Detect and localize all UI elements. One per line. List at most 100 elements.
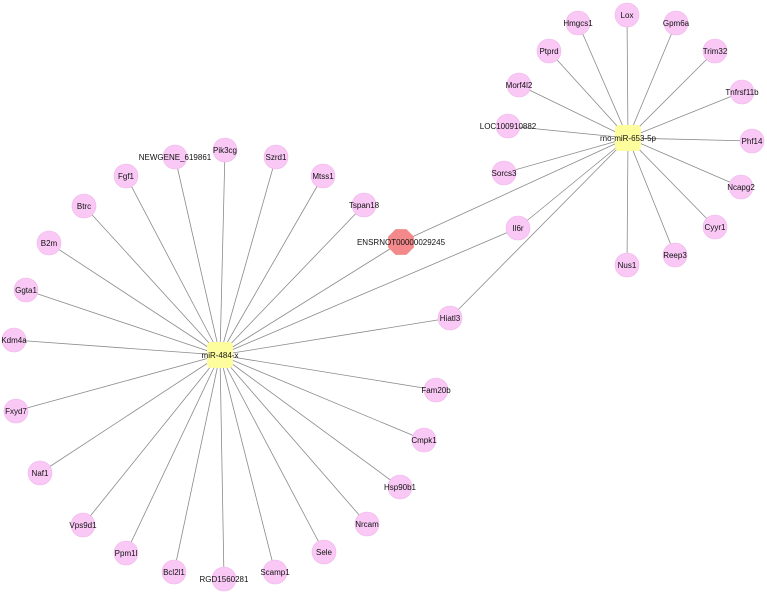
gene-node-nus1[interactable]: Nus1 [614,252,640,278]
gene-node-label: Morf4l2 [506,81,533,90]
gene-node-hmgcs1[interactable]: Hmgcs1 [563,10,593,36]
gene-node-circle [71,193,97,219]
edge-mir653-morf4l2 [518,84,629,139]
gene-node-nrcam[interactable]: Nrcam [354,511,380,537]
mirna-label: miR-484-x [202,351,239,360]
gene-node-circle [211,566,237,592]
edge-mir484-il6r [219,227,519,356]
edge-mir653-sorcs3 [503,137,629,174]
gene-node-label: Fam20b [421,386,451,395]
gene-node-cyyr1[interactable]: Cyyr1 [702,214,728,240]
gene-node-label: Cmpk1 [411,436,437,445]
edge-mir653-nus1 [626,137,629,266]
edge-mir484-fxyd7 [15,354,221,412]
gene-node-circle [70,512,96,538]
edge-mir653-trim32 [627,50,716,139]
gene-node-label: Il6r [512,224,523,233]
gene-node-gpm6a[interactable]: Gpm6a [663,10,690,36]
gene-node-circle [536,38,562,64]
gene-node-circle [614,2,640,28]
mirna-square [207,342,233,368]
gene-node-btrc[interactable]: Btrc [71,193,97,219]
gene-node-loc[interactable]: LOC100910882 [480,113,537,139]
gene-node-ggta1[interactable]: Ggta1 [13,277,39,303]
edge-mir484-naf1 [39,354,221,474]
gene-node-tnfrsf11b[interactable]: Tnfrsf11b [725,79,759,105]
gene-node-label: Szrd1 [266,153,287,162]
gene-node-rgd[interactable]: RGD1560281 [200,566,249,592]
gene-node-scamp1[interactable]: Scamp1 [260,559,290,585]
gene-node-tspan18[interactable]: Tspan18 [349,192,380,218]
gene-node-trim32[interactable]: Trim32 [702,38,728,64]
edge-mir484-tspan18 [219,204,365,356]
gene-node-circle [702,214,728,240]
gene-node-circle [3,398,29,424]
gene-node-kdm4a[interactable]: Kdm4a [1,327,27,353]
lncrna-label: ENSRNOT00000029245 [357,238,446,247]
gene-node-ncapg2[interactable]: Ncapg2 [727,174,755,200]
gene-node-label: Ptprd [539,47,558,56]
lncrna-node[interactable]: ENSRNOT00000029245 [357,229,446,255]
gene-node-pik3cg[interactable]: Pik3cg [212,137,238,163]
gene-node-circle [263,144,289,170]
gene-node-circle [162,144,188,170]
gene-node-circle [491,160,517,186]
gene-node-phf14[interactable]: Phf14 [739,128,765,154]
gene-node-il6r[interactable]: Il6r [505,215,531,241]
gene-node-circle [565,10,591,36]
edge-mir484-fam20b [219,354,437,391]
gene-node-label: Vps9d1 [69,521,97,530]
gene-node-hiatl3[interactable]: Hiatl3 [437,305,463,331]
gene-node-reep3[interactable]: Reep3 [662,242,687,268]
gene-node-ppm1l[interactable]: Ppm1l [113,540,139,566]
edge-mir653-lnc [400,137,629,243]
gene-node-label: Hmgcs1 [563,19,593,28]
gene-node-sorcs3[interactable]: Sorcs3 [491,160,517,186]
gene-node-label: Cyyr1 [705,223,726,232]
gene-node-label: Btrc [77,202,91,211]
gene-node-label: Hiatl3 [440,314,461,323]
edge-mir653-gpm6a [627,22,677,139]
gene-node-label: Fxyd7 [5,407,27,416]
gene-node-cmpk1[interactable]: Cmpk1 [411,427,437,453]
edge-mir484-nrcam [219,354,368,525]
lncrna-octagon [388,229,414,255]
edge-mir484-sele [219,354,325,553]
gene-node-label: Kdm4a [1,336,27,345]
edge-mir653-hmgcs1 [577,22,629,139]
gene-node-label: NEWGENE_619861 [139,153,212,162]
edge-mir484-lnc [219,241,402,356]
edge-mir484-bcl2l1 [173,354,221,573]
gene-node-label: Ppm1l [115,549,138,558]
gene-node-lox[interactable]: Lox [614,2,640,28]
gene-node-circle [614,252,640,278]
gene-node-sele[interactable]: Sele [311,539,337,565]
gene-node-label: Ggta1 [15,286,37,295]
gene-node-label: Gpm6a [663,19,690,28]
mirna-node-mir653[interactable]: rno-miR-653-5p [600,125,657,151]
gene-node-szrd1[interactable]: Szrd1 [263,144,289,170]
edge-layer [13,14,753,580]
gene-node-vps9d1[interactable]: Vps9d1 [69,512,97,538]
gene-node-hsp90b1[interactable]: Hsp90b1 [384,474,417,500]
edge-mir484-szrd1 [219,156,277,356]
gene-node-morf4l2[interactable]: Morf4l2 [506,72,533,98]
mirna-node-mir484[interactable]: miR-484-x [202,342,239,368]
gene-node-fxyd7[interactable]: Fxyd7 [3,398,29,424]
gene-node-circle [36,230,62,256]
edge-mir484-vps9d1 [82,354,221,526]
gene-node-newgene[interactable]: NEWGENE_619861 [139,144,212,170]
gene-node-ptprd[interactable]: Ptprd [536,38,562,64]
edge-mir653-ptprd [548,50,629,139]
gene-node-label: Hsp90b1 [384,483,417,492]
edge-mir484-rgd [219,354,225,580]
gene-node-fgf1[interactable]: Fgf1 [113,163,139,189]
gene-node-fam20b[interactable]: Fam20b [421,377,451,403]
gene-node-label: Reep3 [663,251,687,260]
gene-node-naf1[interactable]: Naf1 [27,460,53,486]
gene-node-circle [495,113,521,139]
gene-node-mtss1[interactable]: Mtss1 [310,163,336,189]
gene-node-circle [354,511,380,537]
gene-node-bcl2l1[interactable]: Bcl2l1 [161,559,187,585]
gene-node-b2m[interactable]: B2m [36,230,62,256]
